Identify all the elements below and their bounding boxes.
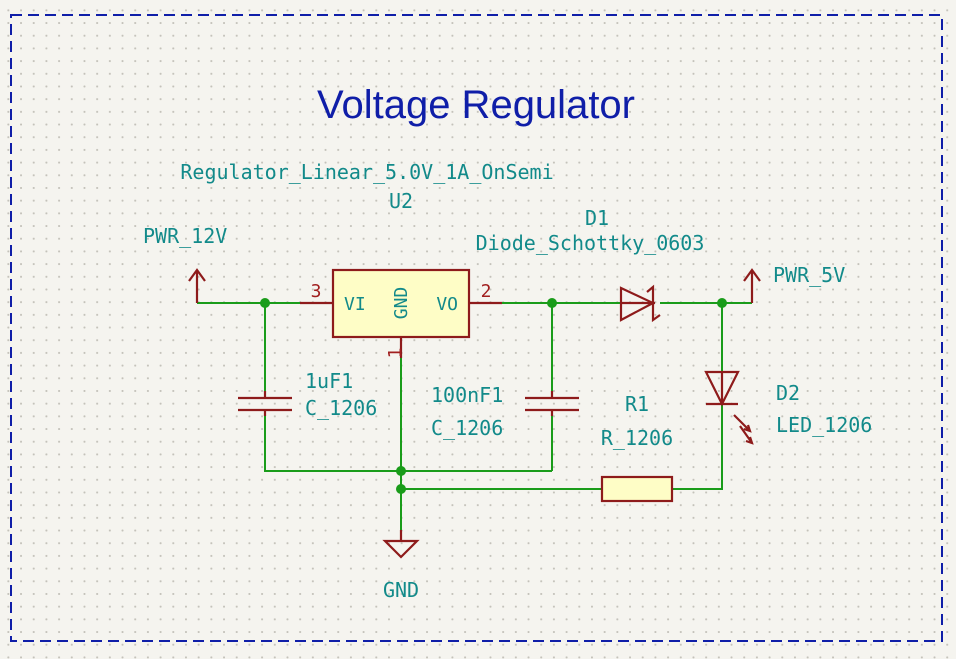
u2-pin-gnd-name: GND — [391, 287, 412, 320]
junction-dot — [547, 298, 557, 308]
component-d1[interactable]: D1 Diode_Schottky_0603 — [476, 206, 705, 323]
c-out-value: C_1206 — [431, 416, 503, 440]
u2-value: Regulator_Linear_5.0V_1A_OnSemi — [180, 160, 553, 184]
u2-pin-vi-number: 3 — [311, 281, 322, 302]
d1-reference: D1 — [585, 206, 609, 230]
power-label-pwr-5v: PWR_5V — [773, 263, 845, 287]
component-d2[interactable]: D2 LED_1206 — [704, 370, 872, 445]
r1-reference: R1 — [625, 392, 649, 416]
power-port-pwr-5v[interactable]: PWR_5V — [743, 263, 845, 303]
junction-dot — [260, 298, 270, 308]
component-c-in[interactable]: 1uF1 C_1206 — [238, 369, 377, 420]
u2-pin-vo-number: 2 — [481, 281, 492, 302]
capacitor-icon — [238, 391, 292, 416]
u2-body — [331, 268, 471, 339]
c-out-reference: 100nF1 — [431, 383, 503, 407]
c-in-value: C_1206 — [305, 396, 377, 420]
c-in-reference: 1uF1 — [305, 369, 353, 393]
sheet-title: Voltage Regulator — [317, 83, 635, 127]
power-arrow-icon — [188, 268, 206, 303]
junction-dot — [396, 484, 406, 494]
d1-value: Diode_Schottky_0603 — [476, 231, 705, 255]
u2-pin-vo-name: VO — [436, 294, 458, 315]
power-arrow-icon — [743, 268, 761, 303]
wire-d2-to-r1[interactable] — [672, 405, 723, 490]
led-icon — [704, 370, 740, 407]
u2-reference: U2 — [389, 189, 413, 213]
power-port-gnd[interactable]: GND — [382, 530, 420, 602]
u2-pins — [300, 301, 502, 358]
component-c-out[interactable]: 100nF1 C_1206 — [431, 383, 579, 440]
resistor-icon — [600, 475, 674, 503]
power-label-gnd: GND — [383, 578, 419, 602]
diode-icon — [619, 286, 656, 322]
component-u2[interactable]: Regulator_Linear_5.0V_1A_OnSemi U2 3 2 1… — [180, 160, 553, 358]
capacitor-icon — [525, 391, 579, 416]
junctions — [260, 298, 727, 494]
ground-icon — [382, 530, 420, 559]
power-label-pwr-12v: PWR_12V — [143, 224, 227, 248]
d2-reference: D2 — [776, 381, 800, 405]
junction-dot — [717, 298, 727, 308]
schottky-bar-icon — [646, 284, 661, 323]
d2-value: LED_1206 — [776, 413, 872, 437]
u2-pin-gnd-number: 1 — [385, 348, 406, 359]
power-port-pwr-12v[interactable]: PWR_12V — [143, 224, 227, 303]
component-r1[interactable]: R1 R_1206 — [600, 392, 674, 503]
led-emission-arrows-icon — [733, 414, 754, 445]
u2-pin-vi-name: VI — [344, 294, 366, 315]
sheet-frame — [10, 14, 943, 642]
wire-c-in-bottom[interactable] — [264, 416, 552, 472]
junction-dot — [396, 466, 406, 476]
wires — [197, 302, 752, 530]
r1-value: R_1206 — [601, 426, 673, 450]
